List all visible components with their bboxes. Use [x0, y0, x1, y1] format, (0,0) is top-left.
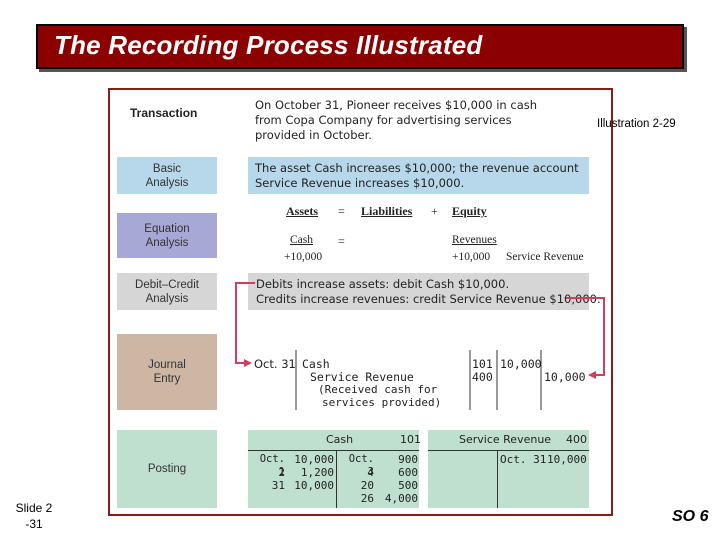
- journal-entry-label: Journal Entry: [117, 334, 217, 410]
- cash-dr-amt-3: 10,000: [294, 479, 334, 492]
- eq-revenues: Revenues: [452, 234, 497, 246]
- cash-cr-date-4: 26: [360, 492, 374, 505]
- service-revenue-rule: [428, 450, 589, 451]
- eq-cash: Cash: [290, 234, 313, 246]
- debit-credit-line2: Credits increase revenues: credit Servic…: [256, 292, 601, 306]
- debit-credit-line1: Debits increase assets: debit Cash $10,0…: [256, 277, 510, 291]
- cash-cr-date-2: 4: [367, 466, 374, 479]
- cash-cr-amt-4: 4,000: [384, 492, 418, 505]
- journal-ref-101: 101: [472, 357, 493, 371]
- service-revenue-ledger: [428, 430, 589, 508]
- service-revenue-amount: 10,000: [547, 453, 587, 466]
- equation-analysis-label: Equation Analysis: [117, 213, 217, 258]
- eq-liabilities: Liabilities: [361, 204, 413, 218]
- basic-analysis-label: Basic Analysis: [117, 157, 217, 194]
- cash-ledger-number: 101: [400, 433, 421, 446]
- eq-plus: +: [431, 204, 438, 218]
- eq-revenue-amount: +10,000: [452, 251, 491, 263]
- cash-dr-amt-1: 10,000: [294, 453, 334, 466]
- journal-debit-account: Cash: [302, 357, 330, 371]
- basic-analysis-line2: Service Revenue increases $10,000.: [255, 176, 465, 190]
- eq-assets: Assets: [286, 204, 318, 218]
- debit-credit-box: [248, 273, 589, 310]
- eq-service-revenue: Service Revenue: [506, 251, 584, 263]
- slide-number: Slide 2 -31: [15, 501, 53, 531]
- journal-explanation-2: services provided): [322, 396, 442, 409]
- cash-cr-amt-2: 600: [398, 466, 418, 479]
- flow-arrows: [235, 282, 605, 376]
- basic-analysis-box: [248, 157, 589, 194]
- cash-cr-amt-1: 900: [398, 453, 418, 466]
- cash-cr-date-1: Oct. 3: [348, 453, 374, 478]
- cash-dr-amt-2: 1,200: [300, 466, 334, 479]
- slide-title: The Recording Process Illustrated: [54, 30, 483, 60]
- service-revenue-title: Service Revenue: [459, 433, 552, 446]
- cash-ledger-divider: [336, 450, 337, 508]
- debit-credit-analysis-label: Debit–Credit Analysis: [117, 273, 217, 310]
- journal-debit-amount: 10,000: [500, 357, 542, 371]
- cash-cr-amt-3: 500: [398, 479, 418, 492]
- eq-equity: Equity: [452, 204, 487, 218]
- eq-cash-amount: +10,000: [284, 251, 323, 263]
- journal-explanation-1: (Received cash for: [318, 383, 438, 396]
- service-revenue-divider: [497, 450, 498, 508]
- journal-ref-400: 400: [472, 370, 493, 384]
- illustration-label: Illustration 2-29: [597, 118, 676, 130]
- cash-dr-date-3: 31: [271, 479, 285, 492]
- basic-analysis-line1: The asset Cash increases $10,000; the re…: [255, 161, 579, 175]
- transaction-text: On October 31, Pioneer receives $10,000 …: [255, 98, 538, 142]
- cash-cr-date-3: 20: [360, 479, 374, 492]
- posting-label: Posting: [117, 430, 217, 508]
- transaction-label: Transaction: [130, 106, 198, 120]
- study-objective: SO 6: [672, 508, 709, 525]
- eq-equals: =: [338, 204, 345, 218]
- cash-ledger-rule: [248, 450, 419, 451]
- eq-equals-2: =: [338, 234, 345, 248]
- cash-dr-date-1: Oct. 1: [259, 453, 285, 478]
- journal-date: Oct. 31: [254, 357, 296, 371]
- service-revenue-number: 400: [566, 433, 587, 446]
- journal-credit-amount: 10,000: [544, 370, 586, 384]
- service-revenue-date: Oct. 31: [500, 453, 547, 466]
- journal-credit-account: Service Revenue: [310, 370, 414, 384]
- title-bar: The Recording Process Illustrated: [36, 24, 684, 69]
- cash-ledger-title: Cash: [326, 433, 354, 446]
- cash-dr-date-2: 2: [278, 466, 285, 479]
- cash-ledger: [248, 430, 419, 508]
